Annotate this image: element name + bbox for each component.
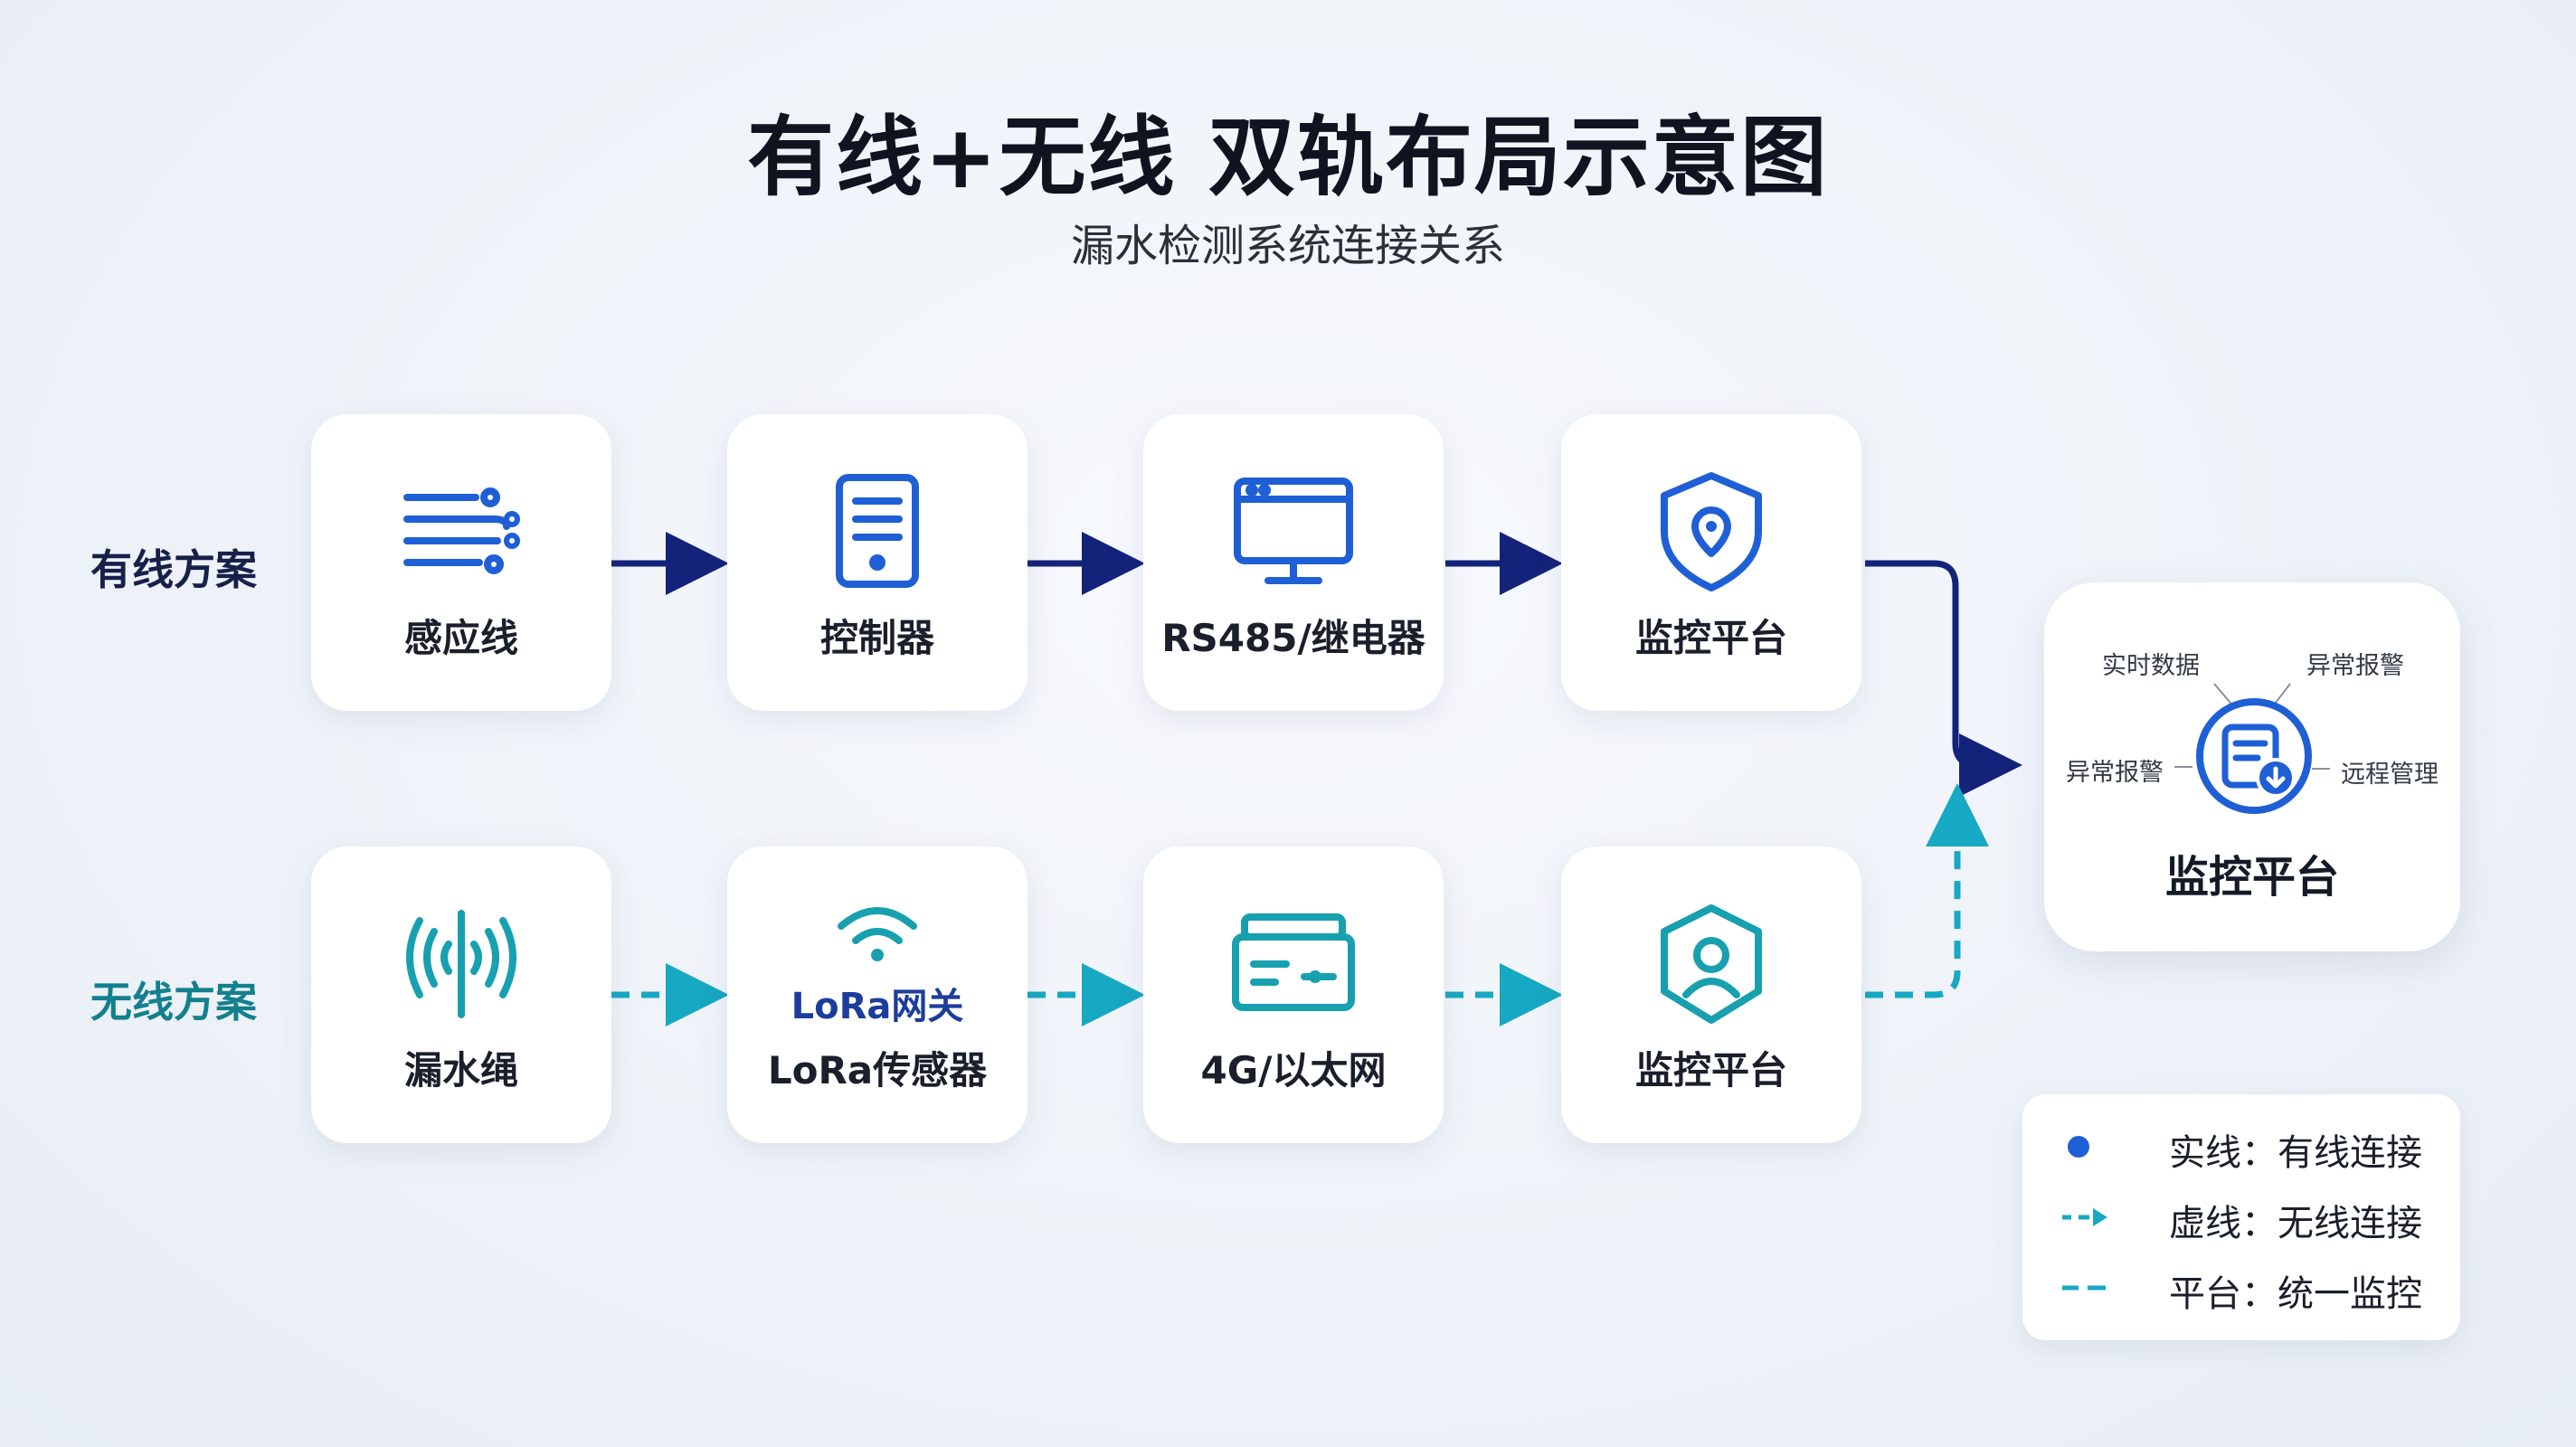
monitor-icon <box>1221 468 1366 595</box>
dashed-arrow-marker-icon <box>2059 1196 2113 1239</box>
legend-item-dashed-line: 平台：统一监控 <box>2059 1261 2448 1315</box>
feature-alarm-top: 异常报警 <box>2306 652 2404 680</box>
feature-realtime-data: 实时数据 <box>2102 652 2200 680</box>
legend-item-dashed-arrow: 虚线：无线连接 <box>2059 1190 2448 1244</box>
feature-remote-management: 远程管理 <box>2341 761 2439 789</box>
wired-row-label: 有线方案 <box>90 545 257 594</box>
shield-user-icon <box>1639 901 1784 1027</box>
wireless-row-label: 无线方案 <box>90 978 257 1026</box>
platform-document-icon <box>2192 695 2316 818</box>
legend-text: 实线：有线连接 <box>2169 1132 2422 1174</box>
node-label: 感应线 <box>403 616 518 660</box>
legend: 实线：有线连接 虚线：无线连接 平台：统一监控 <box>2022 1094 2460 1340</box>
node-label: 监控平台 <box>1634 616 1787 660</box>
node-label: RS485/继电器 <box>1161 616 1425 660</box>
signal-rope-icon <box>389 901 534 1027</box>
dashed-line-marker-icon <box>2059 1266 2113 1310</box>
diagram-title: 有线+无线 双轨布局示意图 <box>747 107 1829 208</box>
legend-text: 平台：统一监控 <box>2169 1273 2422 1315</box>
node-label: 漏水绳 <box>403 1048 518 1092</box>
wireless-node-lora[interactable]: LoRa网关 LoRa传感器 <box>727 846 1028 1143</box>
node-label: 监控平台 <box>1634 1048 1787 1092</box>
wired-node-controller[interactable]: 控制器 <box>727 414 1028 711</box>
sensing-wire-icon <box>389 468 534 595</box>
wired-node-rs485[interactable]: RS485/继电器 <box>1143 414 1444 711</box>
wireless-node-platform[interactable]: 监控平台 <box>1561 846 1861 1143</box>
node-label: 4G/以太网 <box>1200 1048 1387 1092</box>
wireless-arrow-to-platform <box>1865 783 1989 998</box>
dot-marker-icon <box>2059 1125 2113 1168</box>
wireless-node-leak-rope[interactable]: 漏水绳 <box>311 846 611 1143</box>
platform-label: 监控平台 <box>2164 852 2339 903</box>
network-device-icon <box>1221 901 1366 1027</box>
wireless-node-4g[interactable]: 4G/以太网 <box>1143 846 1444 1143</box>
wired-arrow-to-platform <box>1865 560 2022 797</box>
lora-gateway-label: LoRa网关 <box>791 986 964 1027</box>
shield-location-icon <box>1639 468 1784 595</box>
diagram-subtitle: 漏水检测系统连接关系 <box>1070 221 1505 271</box>
monitoring-platform-card[interactable]: 实时数据 异常报警 异常报警 远程管理 监控平台 <box>2044 582 2460 951</box>
legend-item-solid: 实线：有线连接 <box>2059 1120 2448 1174</box>
wired-node-sensing-wire[interactable]: 感应线 <box>311 414 611 711</box>
wired-node-platform[interactable]: 监控平台 <box>1561 414 1861 711</box>
node-label: 控制器 <box>819 616 934 660</box>
node-label: LoRa传感器 <box>767 1048 988 1092</box>
feature-alarm-left: 异常报警 <box>2066 759 2164 787</box>
controller-icon <box>805 468 950 595</box>
legend-text: 虚线：无线连接 <box>2169 1203 2422 1244</box>
wifi-icon <box>805 901 950 973</box>
